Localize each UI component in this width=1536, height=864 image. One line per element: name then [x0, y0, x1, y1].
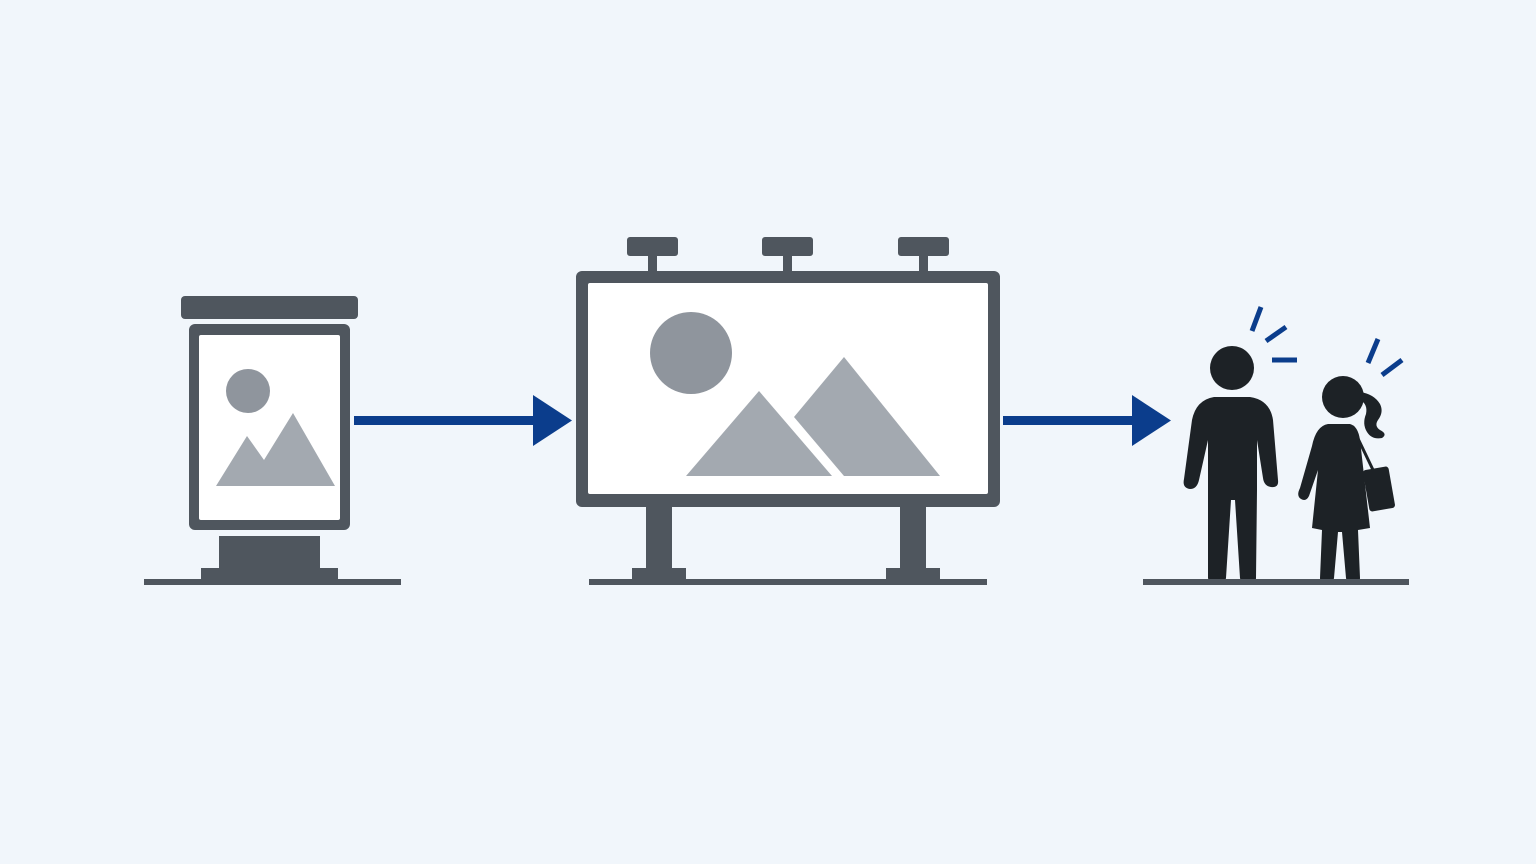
- woman-icon: [1298, 376, 1395, 584]
- attention-mark-5: [1380, 358, 1404, 377]
- attention-mark-4: [1365, 338, 1381, 364]
- kiosk-panel: [199, 335, 340, 520]
- man-body: [1183, 397, 1279, 584]
- billboard-lamp-2-post: [783, 254, 792, 274]
- man-head: [1210, 346, 1254, 390]
- billboard-leg-left-foot: [632, 568, 686, 580]
- kiosk-sun-icon: [226, 369, 270, 413]
- billboard-mountain-right-icon: [794, 357, 940, 476]
- arrow-2-head: [1132, 395, 1171, 446]
- woman-body: [1298, 424, 1370, 584]
- woman-head: [1322, 376, 1364, 418]
- billboard-icon: [576, 237, 1000, 585]
- billboard-leg-left: [646, 505, 672, 571]
- billboard-lamp-2: [762, 237, 813, 256]
- woman-ponytail: [1360, 392, 1385, 439]
- flow-arrow-2: [1003, 395, 1171, 446]
- billboard-lamp-1-post: [648, 254, 657, 274]
- attention-mark-2: [1264, 324, 1288, 344]
- people-icon: [1143, 306, 1409, 585]
- billboard-lamp-3: [898, 237, 949, 256]
- billboard-sun-icon: [650, 312, 732, 394]
- kiosk-base-foot: [201, 568, 338, 580]
- arrow-1-shaft: [354, 416, 538, 425]
- billboard-mountain-left-icon: [686, 391, 832, 476]
- audience-ground-line: [1143, 579, 1409, 585]
- kiosk-roof: [181, 296, 358, 319]
- billboard-ground-line: [589, 579, 987, 585]
- billboard-leg-right: [900, 505, 926, 571]
- billboard-lamp-3-post: [919, 254, 928, 274]
- arrow-2-shaft: [1003, 416, 1137, 425]
- attention-mark-1: [1249, 306, 1264, 332]
- kiosk-mountain-icon: [216, 413, 335, 486]
- woman-bag: [1363, 466, 1395, 512]
- poster-kiosk-icon: [144, 296, 401, 585]
- arrow-1-head: [533, 395, 572, 446]
- woman-bag-strap: [1350, 425, 1376, 473]
- kiosk-ground-line: [144, 579, 401, 585]
- man-icon: [1183, 346, 1279, 584]
- attention-marks-icon: [1249, 306, 1404, 377]
- billboard-lamp-1: [627, 237, 678, 256]
- flow-arrow-1: [354, 395, 572, 446]
- billboard-leg-right-foot: [886, 568, 940, 580]
